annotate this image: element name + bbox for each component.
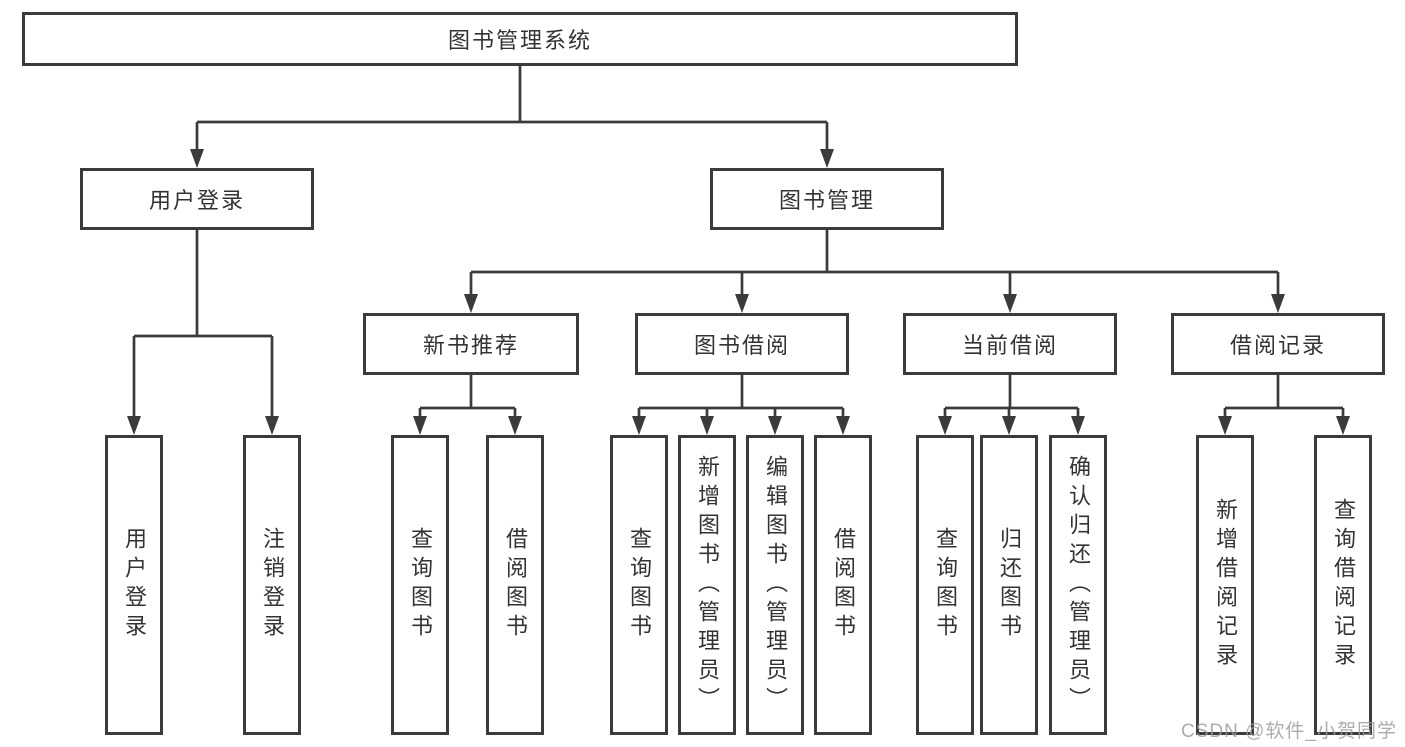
leaf-label: 用户登录 xyxy=(122,527,147,643)
leaf-user-login: 用户登录 xyxy=(105,435,163,735)
node-new-book-recommendation: 新书推荐 xyxy=(363,313,579,375)
node-label: 新书推荐 xyxy=(422,333,519,358)
leaf-label: 查询图书 xyxy=(408,527,433,643)
node-library-management-system: 图书管理系统 xyxy=(22,12,1018,66)
leaf-label: 借阅图书 xyxy=(503,527,528,643)
node-book-management: 图书管理 xyxy=(710,168,944,230)
leaf-label: 借阅图书 xyxy=(831,527,856,643)
leaf-add-borrowing-record: 新增借阅记录 xyxy=(1196,435,1254,735)
node-label: 用户登录 xyxy=(148,188,245,213)
leaf-query-books: 查询图书 xyxy=(916,435,974,735)
leaf-edit-book-admin: 编辑图书（管理员） xyxy=(746,435,804,735)
leaf-label: 新增借阅记录 xyxy=(1213,498,1238,672)
leaf-label: 查询图书 xyxy=(933,527,958,643)
node-label: 借阅记录 xyxy=(1229,333,1326,358)
leaf-return-books: 归还图书 xyxy=(980,435,1038,735)
leaf-query-books: 查询图书 xyxy=(391,435,449,735)
csdn-watermark: CSDN @软件_小贺同学 xyxy=(1181,721,1397,742)
leaf-query-books: 查询图书 xyxy=(610,435,668,735)
node-user-login: 用户登录 xyxy=(80,168,314,230)
leaf-label: 归还图书 xyxy=(997,527,1022,643)
leaf-label: 查询借阅记录 xyxy=(1331,498,1356,672)
node-label: 图书管理 xyxy=(778,188,875,213)
node-label: 当前借阅 xyxy=(961,333,1058,358)
leaf-add-book-admin: 新增图书（管理员） xyxy=(678,435,736,735)
leaf-borrow-books: 借阅图书 xyxy=(814,435,872,735)
leaf-logout: 注销登录 xyxy=(243,435,301,735)
node-label: 图书借阅 xyxy=(693,333,790,358)
leaf-label: 确认归还（管理员） xyxy=(1066,454,1091,716)
leaf-confirm-return-admin: 确认归还（管理员） xyxy=(1049,435,1107,735)
node-borrowing-records: 借阅记录 xyxy=(1171,313,1385,375)
leaf-label: 新增图书（管理员） xyxy=(695,454,720,716)
node-current-borrowing: 当前借阅 xyxy=(903,313,1117,375)
leaf-label: 编辑图书（管理员） xyxy=(763,454,788,716)
leaf-label: 查询图书 xyxy=(627,527,652,643)
node-book-borrowing: 图书借阅 xyxy=(635,313,849,375)
leaf-query-borrowing-record: 查询借阅记录 xyxy=(1314,435,1372,735)
leaf-label: 注销登录 xyxy=(260,527,285,643)
leaf-borrow-books: 借阅图书 xyxy=(486,435,544,735)
node-label: 图书管理系统 xyxy=(447,28,592,53)
